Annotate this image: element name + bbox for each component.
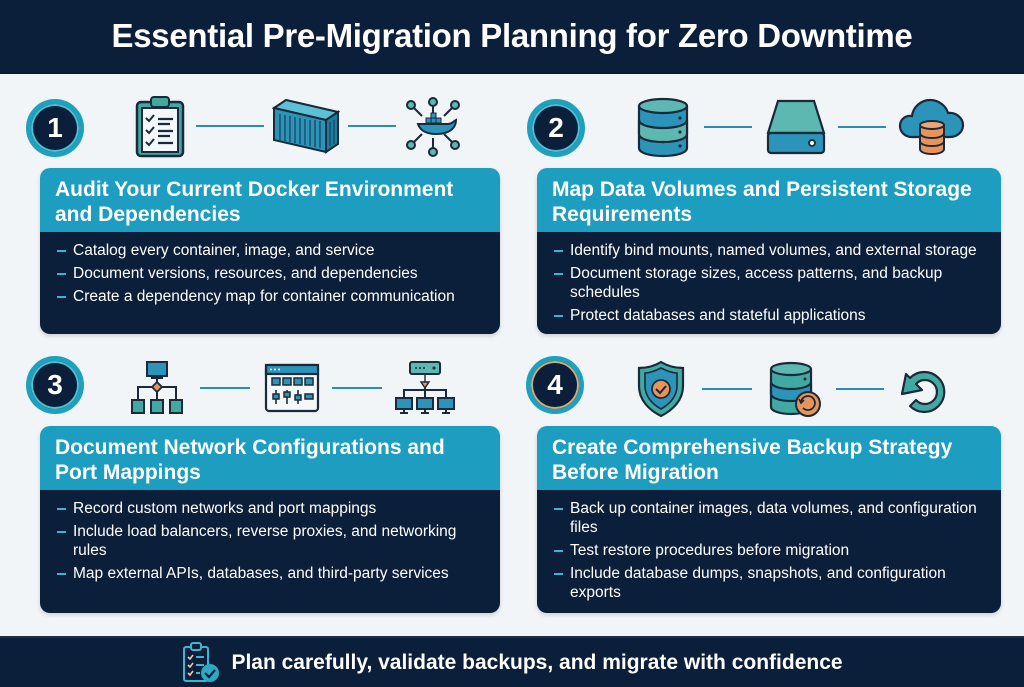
bullet-item: Protect databases and stateful applicati…: [552, 306, 987, 325]
card-title: Create Comprehensive Backup Strategy Bef…: [537, 426, 1001, 490]
card-title: Audit Your Current Docker Environment an…: [40, 168, 500, 232]
port-config-panel-icon: [264, 363, 320, 413]
bullet-item: Map external APIs, databases, and third-…: [55, 564, 486, 583]
bullet-item: Record custom networks and port mappings: [55, 499, 486, 518]
step-4-card: Create Comprehensive Backup Strategy Bef…: [537, 426, 1001, 613]
connector-line: [200, 387, 250, 389]
card-body: Catalog every container, image, and serv…: [40, 232, 500, 334]
page-footer: Plan carefully, validate backups, and mi…: [0, 636, 1024, 687]
docker-network-icon: [406, 97, 460, 157]
step-number: 4: [547, 369, 563, 400]
card-title: Map Data Volumes and Persistent Storage …: [537, 168, 1001, 232]
clipboard-check-icon: [183, 641, 220, 682]
shipping-container-icon: [272, 98, 340, 154]
connector-line: [838, 126, 886, 128]
step-badge-2: 2: [527, 99, 585, 157]
bullet-item: Identify bind mounts, named volumes, and…: [552, 241, 987, 260]
card-body: Back up container images, data volumes, …: [537, 490, 1001, 613]
card-body: Record custom networks and port mappings…: [40, 490, 500, 613]
connector-line: [348, 125, 396, 127]
step-badge-4: 4: [526, 356, 584, 414]
step-number: 3: [47, 369, 63, 400]
step-4-icon-row: [636, 359, 950, 419]
bullet-item: Document storage sizes, access patterns,…: [552, 264, 987, 302]
database-icon: [637, 97, 689, 158]
undo-arrow-icon: [900, 370, 946, 414]
hard-drive-icon: [766, 99, 826, 155]
step-3-icon-row: [130, 360, 456, 416]
page-title: Essential Pre-Migration Planning for Zer…: [111, 17, 913, 54]
step-number: 1: [47, 112, 63, 143]
step-3-card: Document Network Configurations and Port…: [40, 426, 500, 613]
bullet-item: Create a dependency map for container co…: [55, 287, 486, 306]
network-hierarchy-icon: [131, 361, 183, 414]
footer-tagline: Plan carefully, validate backups, and mi…: [231, 650, 843, 674]
card-body: Identify bind mounts, named volumes, and…: [537, 232, 1001, 334]
shield-check-icon: [637, 360, 685, 418]
bullet-item: Back up container images, data volumes, …: [552, 499, 987, 537]
connector-line: [332, 387, 382, 389]
page-header: Essential Pre-Migration Planning for Zer…: [0, 0, 1024, 74]
step-2-icon-row: [636, 96, 966, 158]
step-badge-3: 3: [26, 356, 84, 414]
bullet-item: Include load balancers, reverse proxies,…: [55, 522, 486, 560]
step-2-card: Map Data Volumes and Persistent Storage …: [537, 168, 1001, 334]
connector-line: [702, 388, 752, 390]
bullet-item: Document versions, resources, and depend…: [55, 264, 486, 283]
database-restore-icon: [769, 361, 821, 417]
load-balancer-network-icon: [395, 361, 455, 414]
bullet-item: Include database dumps, snapshots, and c…: [552, 564, 987, 602]
clipboard-checklist-icon: [135, 96, 185, 158]
card-title: Document Network Configurations and Port…: [40, 426, 500, 490]
cloud-database-icon: [898, 98, 965, 156]
step-1-icon-row: [132, 94, 462, 158]
step-1-card: Audit Your Current Docker Environment an…: [40, 168, 500, 334]
step-number: 2: [548, 112, 564, 143]
connector-line: [704, 126, 752, 128]
bullet-item: Catalog every container, image, and serv…: [55, 241, 486, 260]
step-badge-1: 1: [26, 99, 84, 157]
connector-line: [196, 125, 264, 127]
bullet-item: Test restore procedures before migration: [552, 541, 987, 560]
connector-line: [836, 388, 884, 390]
